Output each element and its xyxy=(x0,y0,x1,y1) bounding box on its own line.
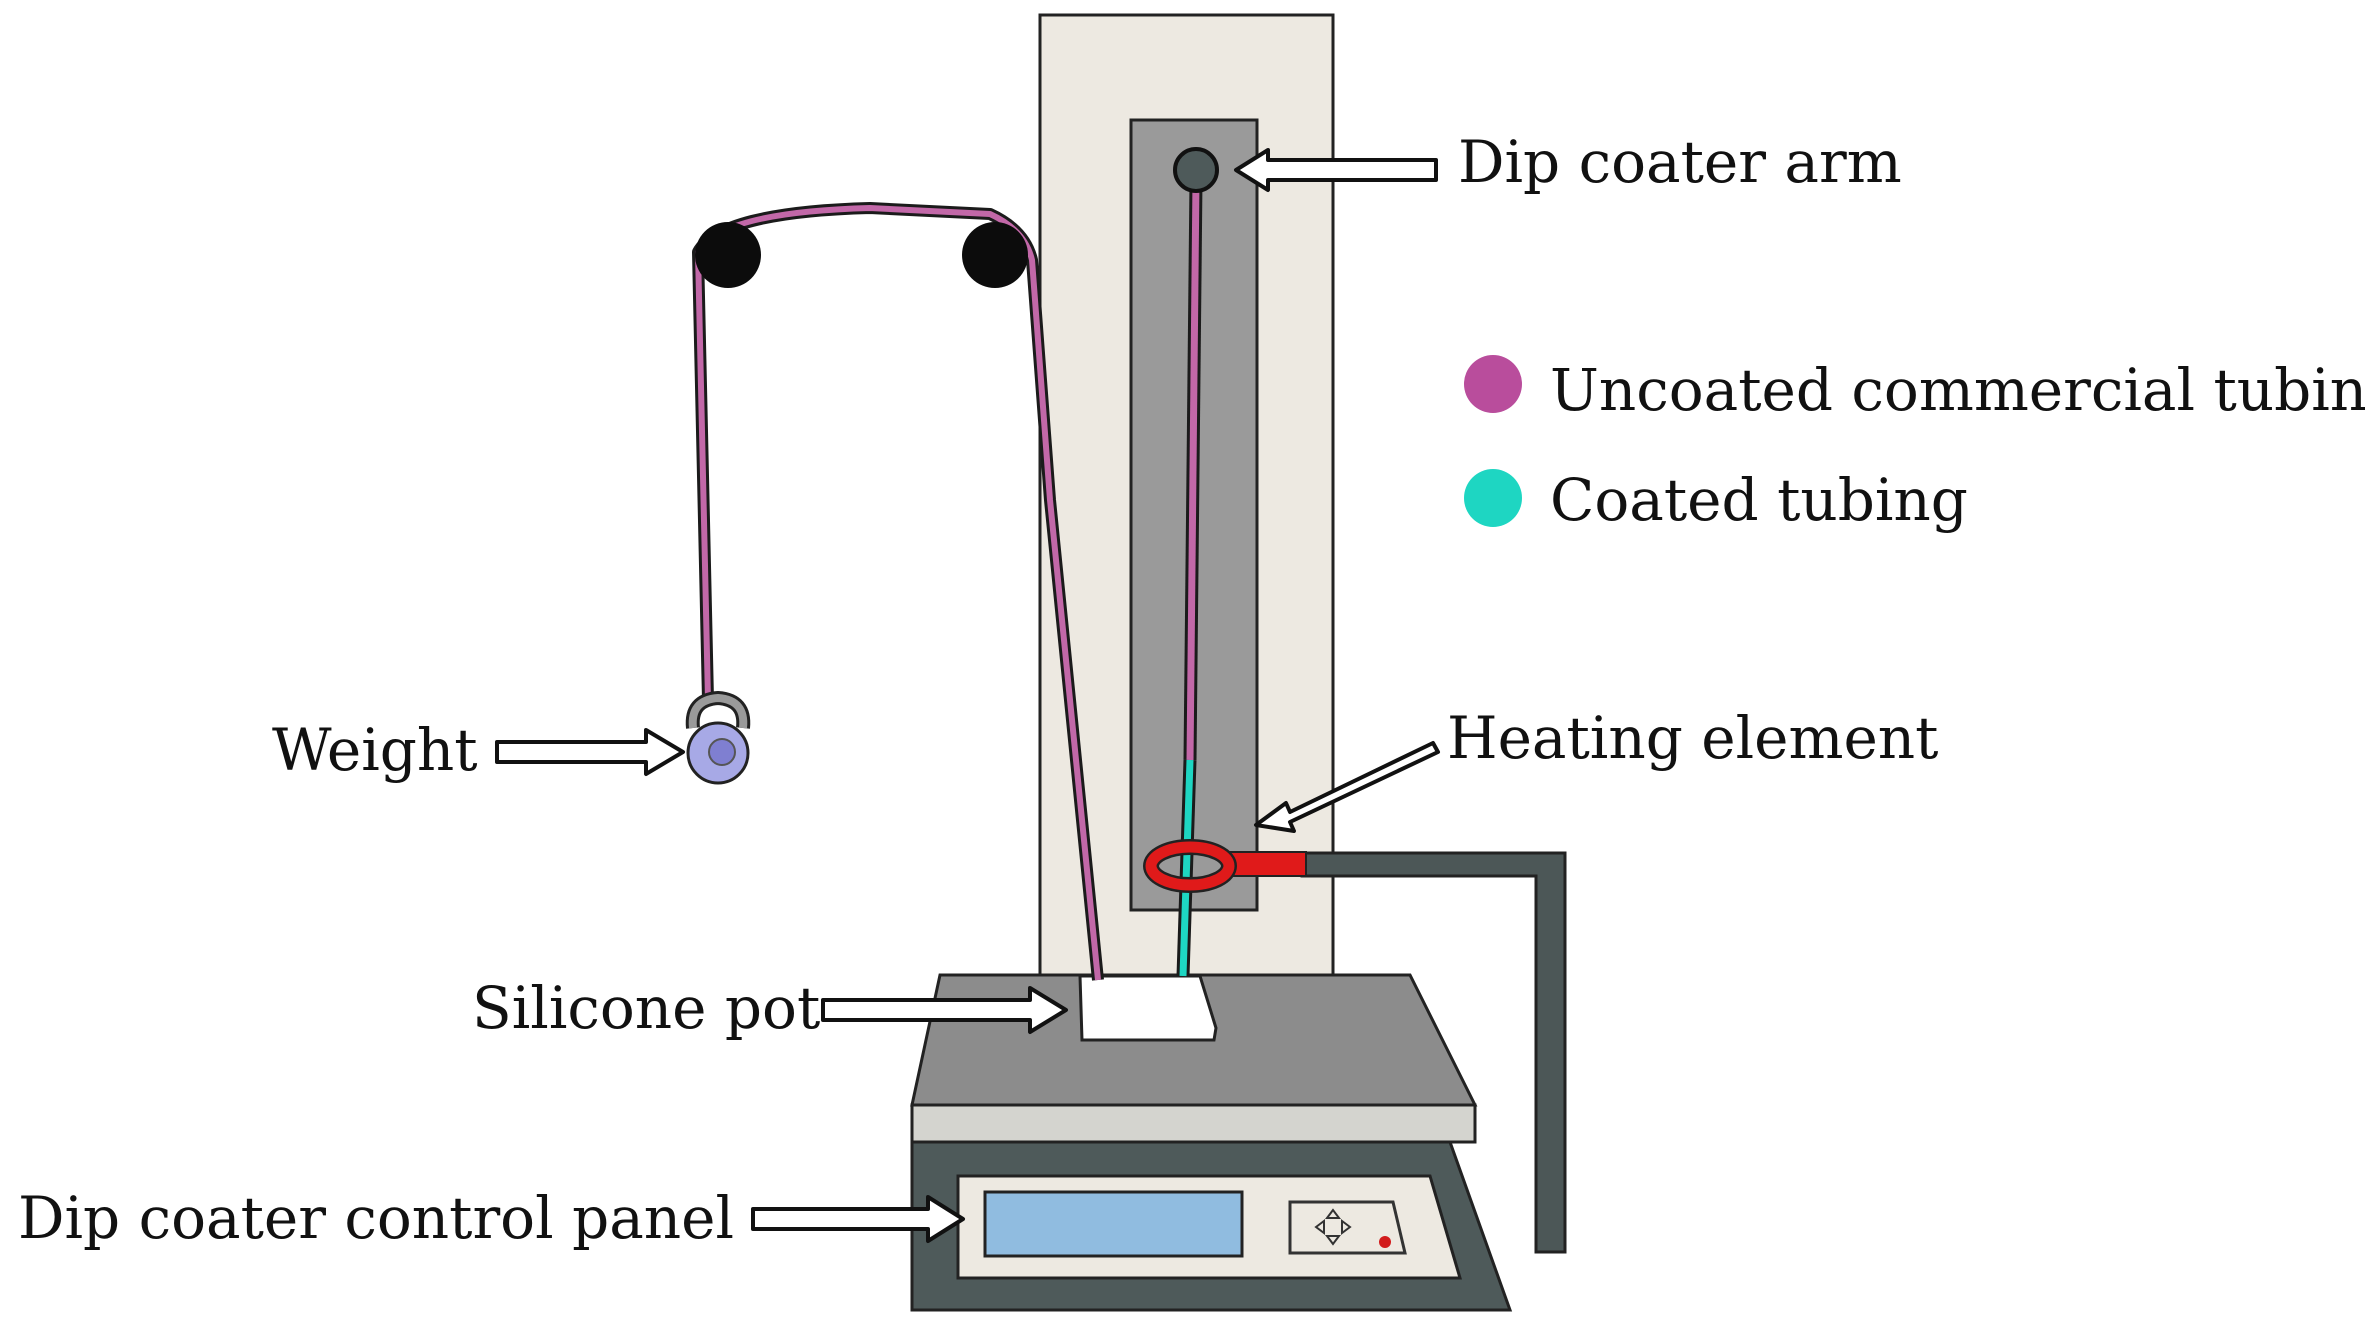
heater-connector xyxy=(1225,851,1307,877)
dip-coater-arm-knob xyxy=(1173,147,1219,193)
legend: Uncoated commercial tubing Coated tubing xyxy=(1464,355,2365,534)
arrow-dip-coater-arm xyxy=(1234,148,1438,192)
silicone-pot xyxy=(1078,974,1218,1042)
base-ledge xyxy=(910,1103,1477,1144)
legend-swatch-coated xyxy=(1464,469,1522,527)
power-indicator-icon xyxy=(1379,1236,1391,1248)
label-control-panel: Dip coater control panel xyxy=(18,1184,734,1252)
arrow-weight xyxy=(495,728,685,776)
legend-swatch-uncoated xyxy=(1464,355,1522,413)
legend-label-uncoated: Uncoated commercial tubing xyxy=(1550,356,2365,424)
label-silicone-pot: Silicone pot xyxy=(472,974,820,1042)
arrow-control-panel xyxy=(751,1195,965,1243)
control-screen xyxy=(983,1190,1244,1258)
uncoated-tubing-arm-side-fill xyxy=(1186,179,1200,761)
control-keypad xyxy=(1288,1200,1407,1255)
legend-label-coated: Coated tubing xyxy=(1550,466,1968,534)
arrow-silicone-pot xyxy=(821,986,1068,1034)
label-weight: Weight xyxy=(272,716,478,784)
uncoated-tubing-weight-side-fill xyxy=(695,205,1101,981)
heating-ring-fill xyxy=(1145,841,1235,891)
label-dip-coater-arm: Dip coater arm xyxy=(1458,128,1902,196)
pulley-right xyxy=(962,222,1028,288)
label-heating-element: Heating element xyxy=(1447,704,1938,772)
coated-tubing-fill xyxy=(1179,759,1194,977)
arrow-heating-element xyxy=(1254,741,1440,833)
arrow-keys-icon xyxy=(1314,1208,1352,1246)
pulley-left xyxy=(695,222,761,288)
